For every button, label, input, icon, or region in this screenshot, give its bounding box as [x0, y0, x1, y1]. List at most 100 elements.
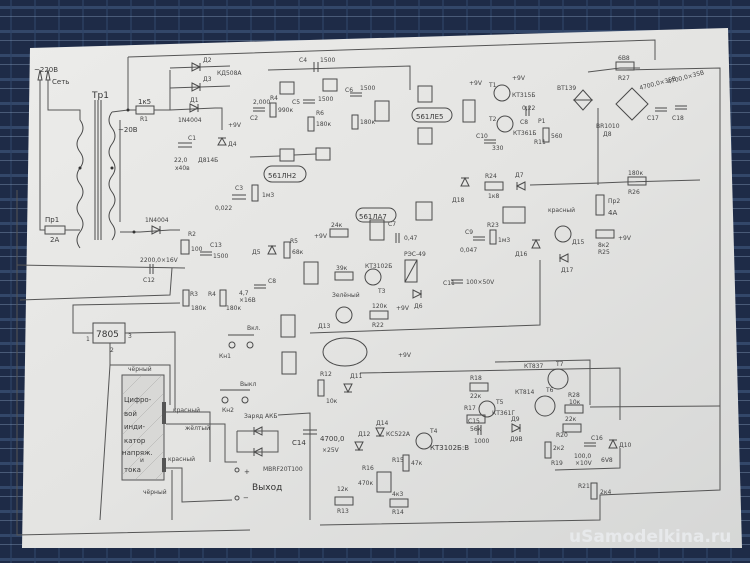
c14-value: 4700,0	[320, 435, 345, 443]
gate-le5-a	[279, 81, 295, 95]
diode-d6	[412, 289, 423, 299]
fuse-pr2	[595, 194, 605, 216]
d12-label: Д12	[358, 431, 371, 438]
r9-value: 24к	[331, 222, 343, 229]
wire	[529, 179, 701, 186]
resistor-r8	[334, 271, 354, 281]
c12-value: 2200,0×16V	[140, 257, 179, 264]
triac-bt139	[572, 89, 594, 111]
regulator-part: 7805	[96, 330, 119, 340]
t3-part: КТ3102Б	[365, 263, 392, 270]
display-text-2: вой	[124, 410, 137, 418]
c15-value: 1000	[474, 438, 489, 445]
c11-value: 100×50V	[466, 279, 495, 286]
r7-value: 180к	[360, 119, 375, 126]
transistor-t3	[364, 268, 382, 286]
capacitor-c4	[313, 62, 319, 72]
c4-value: 1500	[320, 57, 335, 64]
c2-name: C2	[250, 115, 258, 122]
potentiometer-r16[interactable]	[376, 471, 392, 493]
c8-driver-value: 0,22	[522, 105, 536, 112]
button-off-kn2[interactable]	[220, 389, 250, 404]
resistor-r5	[283, 241, 291, 259]
wire	[166, 411, 211, 462]
diode-d3	[191, 82, 202, 92]
fuse-pr2-label: Пр2	[608, 198, 620, 205]
wire	[309, 260, 541, 334]
relay-coil	[404, 259, 418, 283]
resistor-r22	[369, 310, 389, 320]
resistor-r7	[351, 114, 359, 130]
transformer-label: Тр1	[91, 91, 109, 101]
c8-value: 4,7	[239, 290, 249, 297]
capacitor-c7	[395, 233, 400, 243]
capacitor-c9	[473, 236, 485, 241]
capacitor-c3	[232, 194, 246, 200]
resistor-r26	[627, 176, 647, 186]
t1-name: T1	[488, 82, 497, 89]
resistor-r9	[329, 228, 349, 238]
relay-coil-mark	[404, 259, 418, 283]
c5-name: C5	[292, 99, 300, 106]
c8-driver-name: C8	[520, 119, 528, 126]
r12-name: R12	[320, 371, 332, 378]
c11-name: C11	[443, 280, 455, 287]
capacitor-c15	[477, 425, 482, 435]
resistor-r6	[307, 116, 315, 132]
wire	[72, 302, 181, 334]
wire	[319, 67, 721, 526]
transformer	[76, 100, 116, 249]
button-on-kn1[interactable]	[228, 334, 254, 349]
t2-name: T2	[488, 116, 497, 123]
opto-rail: +9V	[398, 352, 412, 359]
r11-name: R11	[534, 139, 546, 146]
c10-name: C10	[476, 133, 488, 140]
r18-value: 22к	[470, 393, 482, 400]
d3-part: КД508А	[217, 70, 242, 77]
d18-label: Д18	[452, 197, 465, 204]
r5-name: R5	[290, 238, 298, 245]
r3-value: 180к	[191, 305, 206, 312]
diode-d17	[558, 253, 569, 263]
display-text-3: инди-	[124, 423, 146, 431]
c13-name: C13	[210, 242, 222, 249]
r4b-value: 180к	[226, 305, 241, 312]
r25-name: R25	[598, 249, 610, 256]
c7-name: C7	[388, 221, 396, 228]
transistor-t5	[478, 400, 496, 418]
resistor-r3	[182, 289, 190, 307]
fuse-pr2-value: 4А	[608, 209, 617, 217]
d13-label: Д13	[318, 323, 331, 330]
resistor-r13	[334, 496, 354, 506]
potentiometer-r14[interactable]	[389, 498, 409, 508]
r20-name: R20	[556, 432, 568, 439]
r6-value: 180к	[316, 121, 331, 128]
resistor-r24	[484, 181, 504, 191]
display-connector-bottom	[162, 458, 166, 472]
r21-name: R21	[578, 483, 590, 490]
output-terminal-plus[interactable]	[234, 467, 240, 473]
c1-name: C1	[188, 135, 196, 142]
led-red-label: красный	[548, 207, 575, 214]
r13-value: 12к	[337, 486, 349, 493]
output-terminal-minus[interactable]	[234, 495, 240, 501]
wire	[359, 367, 621, 420]
t1-part: КТ315Б	[512, 92, 536, 99]
diode-d12	[354, 441, 364, 452]
r27-value: 6В8	[618, 55, 630, 62]
resistor-r12	[317, 379, 325, 397]
driver-rail: +9V	[512, 75, 526, 82]
transistor-t1	[493, 84, 511, 102]
wire	[154, 107, 223, 130]
kn1-label: Кн1	[219, 353, 231, 360]
capacitor-c8-driver	[525, 106, 530, 116]
secondary-voltage-label: ~20В	[118, 126, 138, 134]
resistor-r15	[402, 454, 410, 472]
rail-9v-label: +9V	[228, 122, 242, 129]
transistor-t2	[496, 115, 514, 133]
d4-part: Д814Б	[198, 157, 218, 164]
display-hatch	[121, 374, 165, 481]
btn-off-label: Выкл	[240, 381, 256, 388]
c1-rating: х40в	[175, 165, 190, 172]
